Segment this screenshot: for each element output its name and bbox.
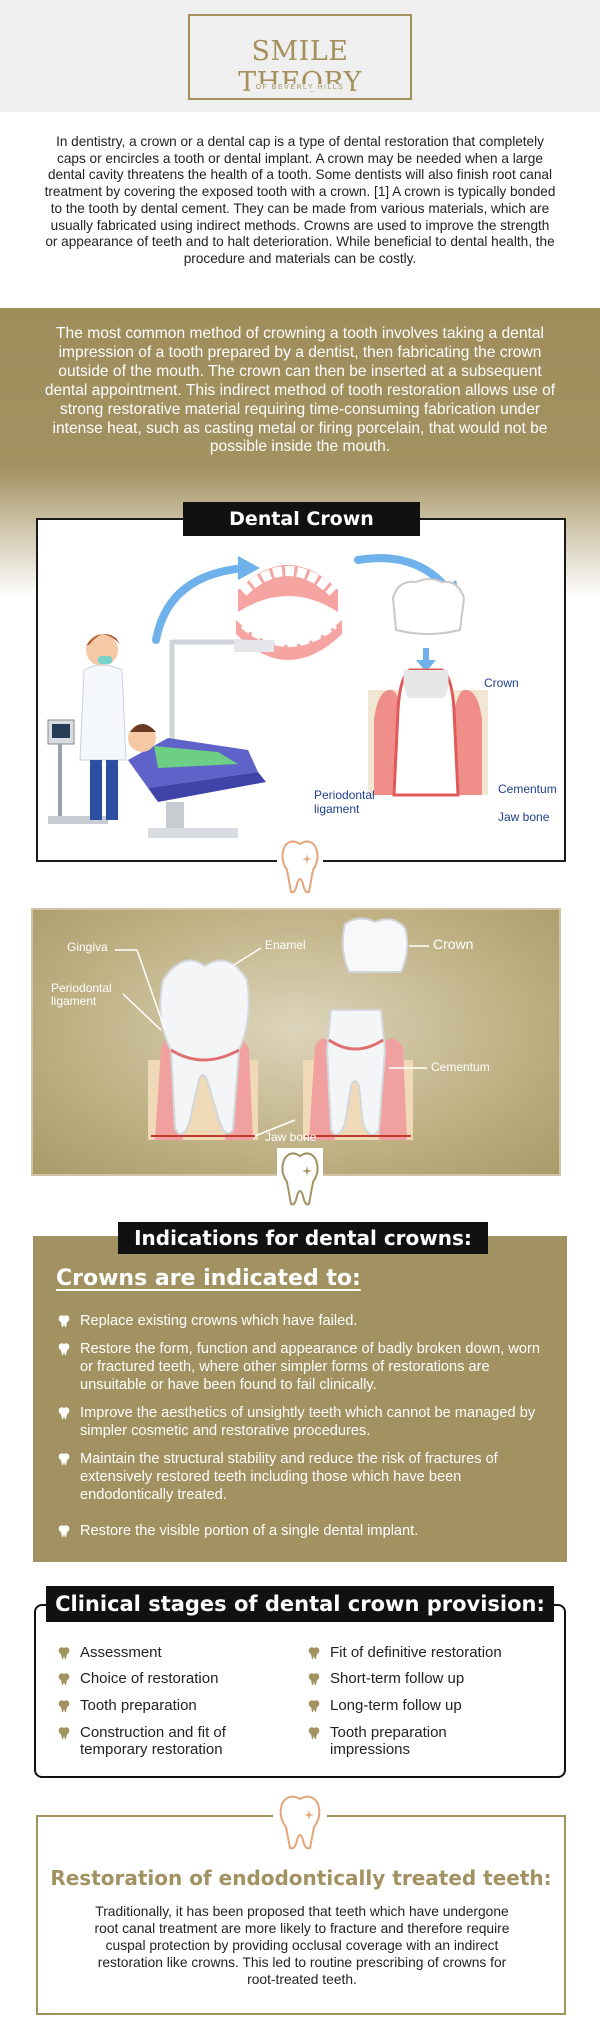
indications-heading: Crowns are indicated to:	[56, 1266, 361, 1291]
indications-title: Indications for dental crowns:	[118, 1222, 488, 1254]
tooth-anatomy-illustration: Gingiva Enamel Crown Periodontal ligamen…	[31, 908, 561, 1176]
crown-procedure-graphic	[47, 554, 488, 838]
label-gingiva: Gingiva	[67, 940, 108, 954]
label-enamel: Enamel	[265, 938, 306, 952]
tooth-bullet-icon	[58, 1525, 70, 1538]
header-bar	[0, 0, 600, 112]
tooth-bullet-icon	[58, 1673, 70, 1686]
list-item: Restore the form, function and appearanc…	[58, 1340, 548, 1394]
method-paragraph: The most common method of crowning a too…	[44, 325, 556, 456]
intro-paragraph: In dentistry, a crown or a dental cap is…	[44, 134, 556, 266]
label-cementum-anatomy: Cementum	[431, 1060, 490, 1074]
list-item: Fit of definitive restoration	[308, 1644, 548, 1661]
dental-crown-illustration: Crown Cementum Jaw bone Periodontal liga…	[36, 518, 566, 862]
list-item: Tooth preparation	[58, 1697, 298, 1714]
list-item: Replace existing crowns which have faile…	[58, 1312, 548, 1330]
list-item: Restore the visible portion of a single …	[58, 1522, 548, 1540]
brand-logo[interactable]: SMILE THEORY OF BEVERLY HILLS	[188, 14, 412, 100]
tooth-bullet-icon	[308, 1727, 320, 1740]
clinical-stages-title: Clinical stages of dental crown provisio…	[46, 1586, 554, 1622]
prepared-tooth-icon	[303, 1009, 413, 1140]
dental-crown-title: Dental Crown	[183, 502, 420, 536]
tooth-bullet-icon	[308, 1700, 320, 1713]
label-cementum: Cementum	[498, 782, 557, 796]
tooth-anatomy-graphic	[115, 917, 429, 1140]
label-jaw-bone: Jaw bone	[498, 810, 550, 824]
tooth-bullet-icon	[58, 1453, 70, 1466]
natural-tooth-icon	[148, 959, 258, 1140]
tooth-cross-section-icon	[368, 668, 488, 797]
tooth-icon	[273, 1790, 327, 1852]
endodontic-title: Restoration of endodontically treated te…	[50, 1866, 552, 1890]
list-item: Short-term follow up	[308, 1670, 548, 1687]
indications-panel	[33, 1236, 567, 1562]
dentist-patient-scene-icon	[47, 634, 274, 838]
list-item: Assessment	[58, 1644, 298, 1661]
tooth-bullet-icon	[58, 1407, 70, 1420]
label-crown: Crown	[484, 676, 519, 690]
endodontic-paragraph: Traditionally, it has been proposed that…	[94, 1904, 510, 1987]
tooth-bullet-icon	[58, 1727, 70, 1740]
label-periodontal-anatomy: Periodontal ligament	[51, 981, 112, 1008]
tooth-bullet-icon	[58, 1315, 70, 1328]
crown-icon	[391, 578, 466, 635]
tooth-bullet-icon	[308, 1673, 320, 1686]
tooth-icon	[277, 1148, 323, 1208]
tooth-bullet-icon	[308, 1647, 320, 1660]
brand-tagline: OF BEVERLY HILLS	[190, 84, 410, 91]
list-item: Choice of restoration	[58, 1670, 298, 1687]
tooth-bullet-icon	[58, 1343, 70, 1356]
brand-name: SMILE THEORY	[238, 36, 362, 98]
arrow-icon	[152, 564, 248, 644]
label-crown-anatomy: Crown	[433, 936, 474, 952]
clinical-stages-panel	[34, 1604, 566, 1778]
tooth-icon	[277, 836, 323, 896]
list-item: Maintain the structural stability and re…	[58, 1450, 548, 1504]
tooth-bullet-icon	[58, 1647, 70, 1660]
list-item: Long-term follow up	[308, 1697, 548, 1714]
list-item: Tooth preparation impressions	[308, 1724, 488, 1758]
label-jaw-bone-anatomy: Jaw bone	[265, 1130, 317, 1144]
list-item: Improve the aesthetics of unsightly teet…	[58, 1404, 548, 1440]
crown-icon	[341, 917, 409, 973]
list-item: Construction and fit of temporary restor…	[58, 1724, 258, 1758]
tooth-bullet-icon	[58, 1700, 70, 1713]
label-periodontal-ligament: Periodontal ligament	[314, 788, 375, 816]
denture-icon	[236, 565, 342, 660]
